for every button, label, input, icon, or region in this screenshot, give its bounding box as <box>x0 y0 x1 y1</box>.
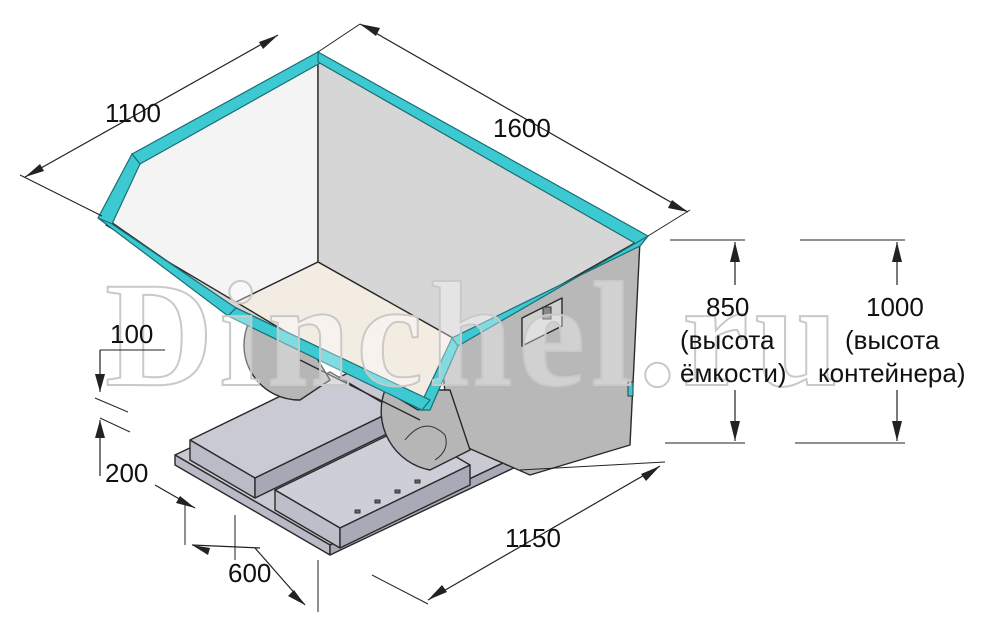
dim-container-height-value: 1000 <box>866 292 924 322</box>
dim-base-length-label: 1150 <box>505 523 561 553</box>
latch-slot <box>542 306 552 320</box>
rocker-disc-rear <box>243 319 331 401</box>
dim-gap-label: 100 <box>110 319 153 349</box>
dimension-lines <box>19 23 905 612</box>
latch-plate <box>521 297 563 347</box>
axle <box>299 359 421 421</box>
skid-slots <box>354 479 421 514</box>
rocker-disc-front <box>380 389 471 471</box>
dim-bin-height-line2: ёмкости) <box>680 358 787 388</box>
dim-length-label: 1600 <box>493 113 551 143</box>
side-lug <box>627 381 634 397</box>
watermark: Dinchel.ru <box>105 252 844 418</box>
dim-bin-height-line1: (высота <box>680 325 775 355</box>
rim-front-bottom <box>226 307 431 411</box>
dim-base-height-label: 200 <box>105 458 148 488</box>
dim-width-label: 1100 <box>105 98 161 128</box>
skid-front-side <box>339 464 471 549</box>
dimension-labels: 1100 1600 850 (высота ёмкости) 1000 (выс… <box>105 98 965 588</box>
hook-front <box>404 425 447 461</box>
dim-base-width-label: 600 <box>228 558 271 588</box>
dim-container-height-line2: контейнера) <box>818 358 965 388</box>
container-body <box>105 59 641 476</box>
dim-container-height-line1: (высота <box>845 325 940 355</box>
container-rim <box>97 50 649 411</box>
rim-front-slope <box>417 336 459 411</box>
dim-bin-height-value: 850 <box>706 292 749 322</box>
